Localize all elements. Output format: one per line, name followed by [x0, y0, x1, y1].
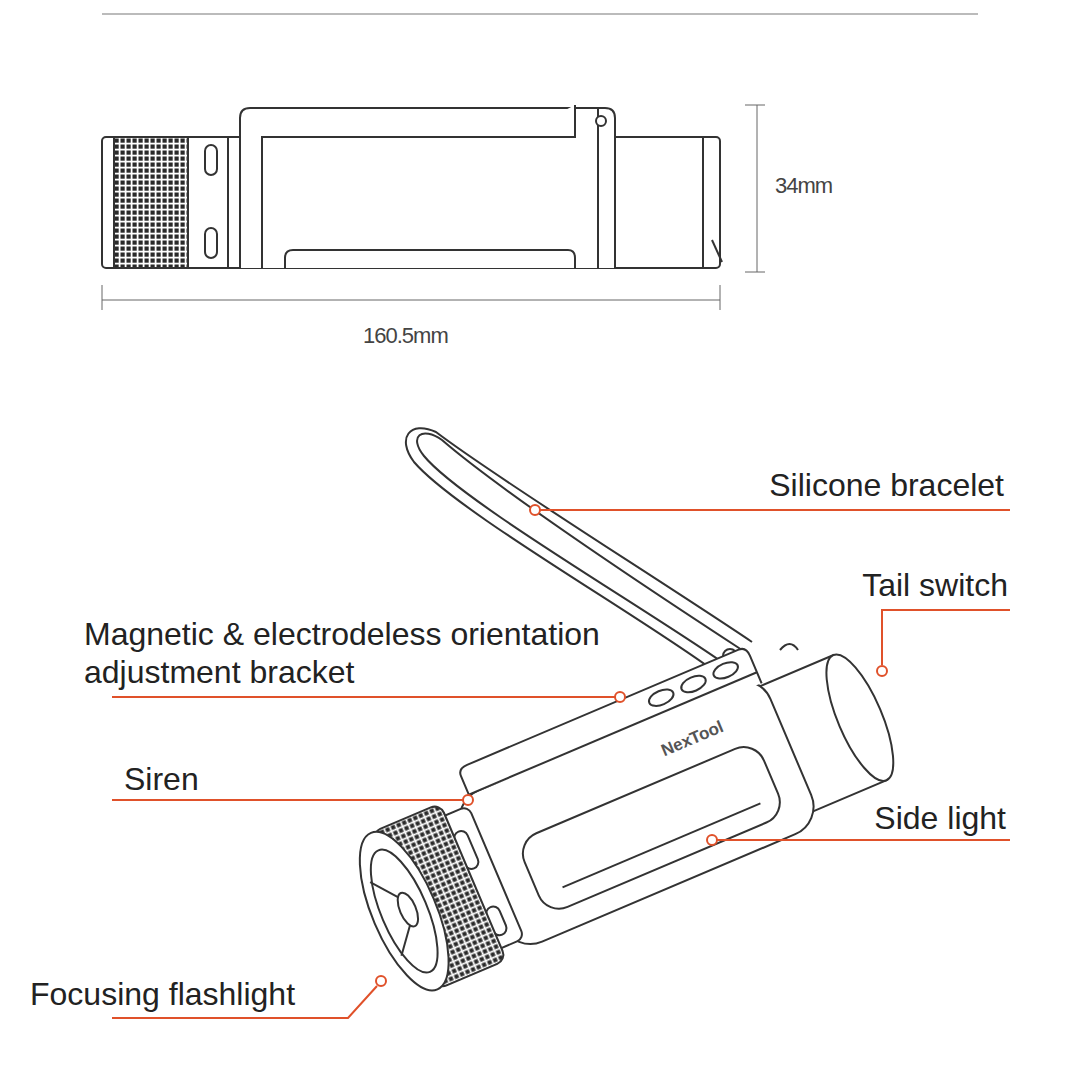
dimension-label: 160.5mm — [363, 322, 448, 350]
brand-logo: NexTool — [658, 715, 728, 762]
side-view — [102, 105, 722, 268]
leader-lines — [112, 505, 1010, 1018]
part-label: Siren — [124, 760, 199, 798]
dimension-lines — [102, 105, 765, 310]
part-label: Side light — [874, 799, 1006, 837]
dimension-label: 34mm — [775, 172, 832, 200]
flashlight-perspective — [332, 608, 914, 1002]
part-label: Focusing flashlight — [30, 975, 295, 1013]
part-label: Magnetic & electrodeless orientation adj… — [84, 615, 624, 691]
part-label: Tail switch — [862, 566, 1008, 604]
part-label: Silicone bracelet — [769, 466, 1004, 504]
top-rule — [102, 13, 978, 15]
